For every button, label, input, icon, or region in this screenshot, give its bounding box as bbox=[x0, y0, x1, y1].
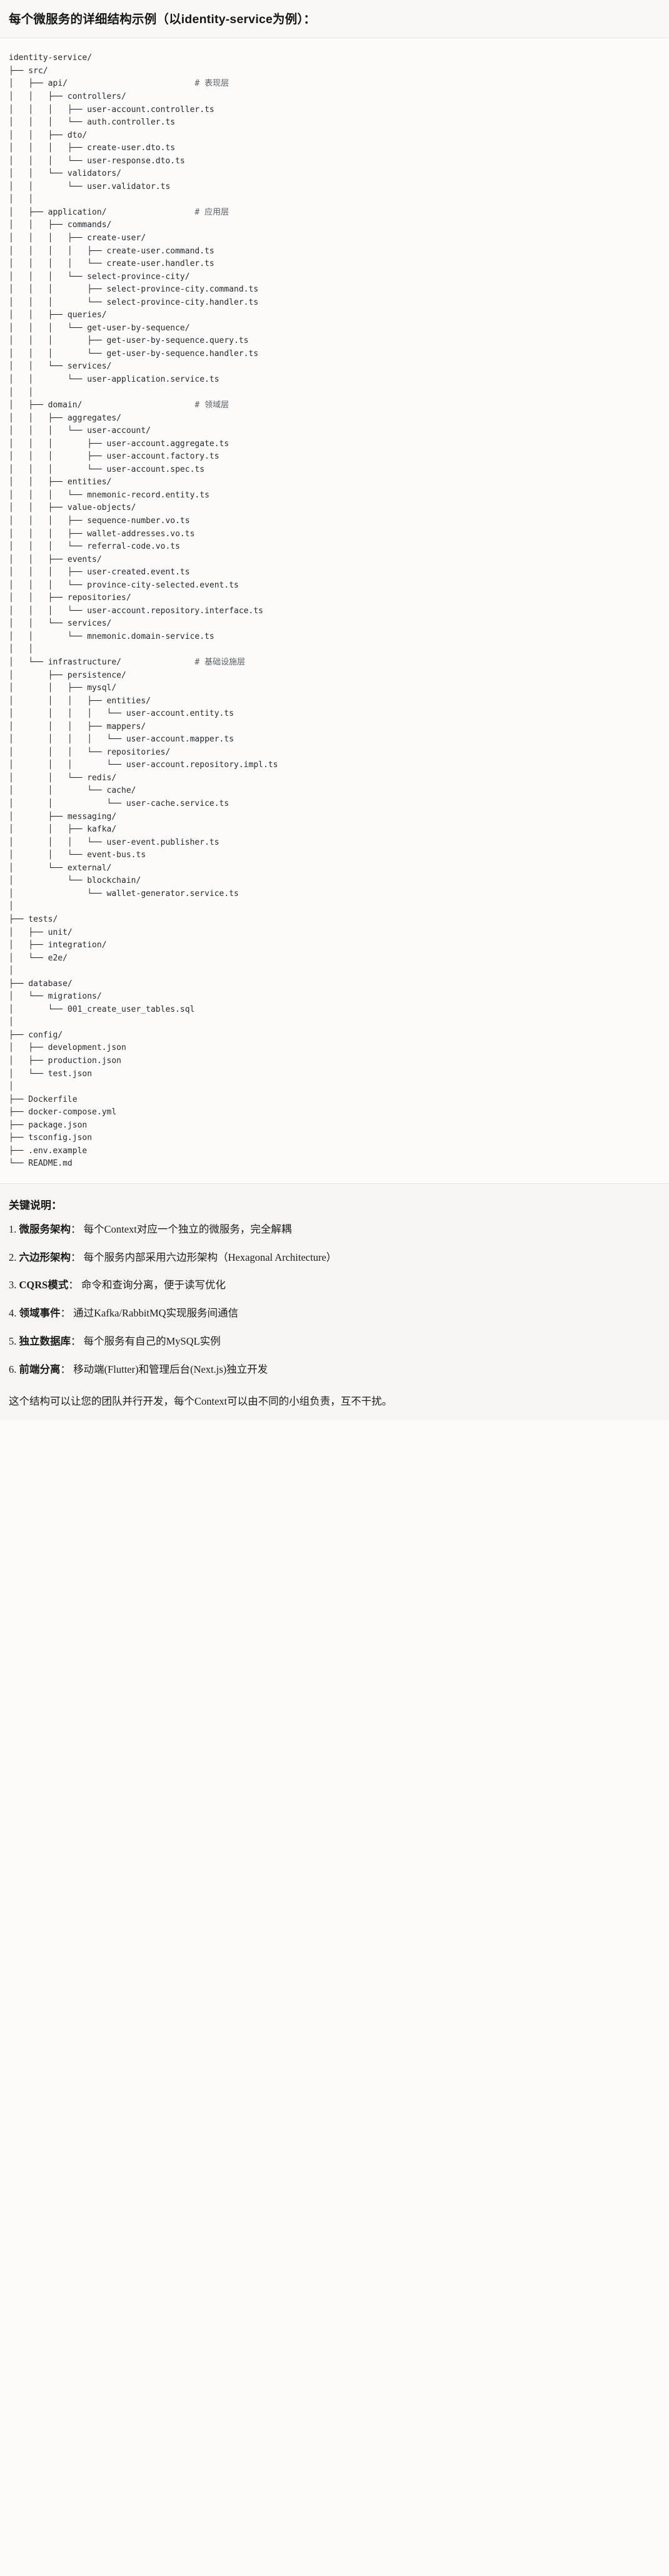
note-description: 每个服务内部采用六边形架构（Hexagonal Architecture） bbox=[83, 1251, 337, 1263]
note-term: 微服务架构 bbox=[19, 1223, 71, 1235]
key-notes-block: 关键说明： 1. 微服务架构： 每个Context对应一个独立的微服务，完全解耦… bbox=[0, 1183, 669, 1420]
note-term: 领域事件 bbox=[19, 1307, 61, 1320]
note-description: 通过Kafka/RabbitMQ实现服务间通信 bbox=[73, 1307, 239, 1320]
note-number: 2. bbox=[9, 1251, 17, 1263]
note-item: 3. CQRS模式： 命令和查询分离，便于读写优化 bbox=[9, 1278, 660, 1293]
page-root: 每个微服务的详细结构示例（以identity-service为例）： ident… bbox=[0, 0, 669, 1420]
note-number: 5. bbox=[9, 1335, 17, 1347]
key-notes-list: 1. 微服务架构： 每个Context对应一个独立的微服务，完全解耦 2. 六边… bbox=[9, 1222, 660, 1378]
note-item: 2. 六边形架构： 每个服务内部采用六边形架构（Hexagonal Archit… bbox=[9, 1250, 660, 1266]
note-description: 每个服务有自己的MySQL实例 bbox=[83, 1335, 221, 1347]
note-term: 独立数据库 bbox=[19, 1335, 71, 1347]
title-bar: 每个微服务的详细结构示例（以identity-service为例）： bbox=[0, 0, 669, 39]
note-item: 1. 微服务架构： 每个Context对应一个独立的微服务，完全解耦 bbox=[9, 1222, 660, 1238]
note-separator: ： bbox=[68, 1279, 79, 1291]
key-notes-heading: 关键说明： bbox=[9, 1199, 62, 1211]
note-item: 5. 独立数据库： 每个服务有自己的MySQL实例 bbox=[9, 1334, 660, 1350]
note-separator: ： bbox=[71, 1335, 81, 1347]
closing-paragraph: 这个结构可以让您的团队并行开发，每个Context可以由不同的小组负责，互不干扰… bbox=[9, 1395, 393, 1408]
note-separator: ： bbox=[60, 1307, 71, 1320]
note-number: 6. bbox=[9, 1363, 17, 1375]
note-number: 3. bbox=[9, 1279, 17, 1291]
note-item: 4. 领域事件： 通过Kafka/RabbitMQ实现服务间通信 bbox=[9, 1306, 660, 1321]
note-number: 4. bbox=[9, 1307, 17, 1320]
note-separator: ： bbox=[71, 1223, 81, 1235]
note-term: CQRS模式 bbox=[19, 1279, 69, 1291]
directory-tree-block: identity-service/ ├── src/ │ ├── api/ # … bbox=[0, 38, 669, 1184]
note-separator: ： bbox=[60, 1363, 71, 1375]
page-title: 每个微服务的详细结构示例（以identity-service为例）： bbox=[9, 13, 316, 26]
note-description: 命令和查询分离，便于读写优化 bbox=[81, 1279, 226, 1291]
note-separator: ： bbox=[71, 1251, 81, 1263]
note-term: 前端分离 bbox=[19, 1363, 61, 1375]
note-description: 每个Context对应一个独立的微服务，完全解耦 bbox=[83, 1223, 292, 1235]
directory-tree: identity-service/ ├── src/ │ ├── api/ # … bbox=[9, 53, 278, 1169]
note-number: 1. bbox=[9, 1223, 17, 1235]
note-item: 6. 前端分离： 移动端(Flutter)和管理后台(Next.js)独立开发 bbox=[9, 1362, 660, 1378]
note-description: 移动端(Flutter)和管理后台(Next.js)独立开发 bbox=[73, 1363, 268, 1375]
note-term: 六边形架构 bbox=[19, 1251, 71, 1263]
